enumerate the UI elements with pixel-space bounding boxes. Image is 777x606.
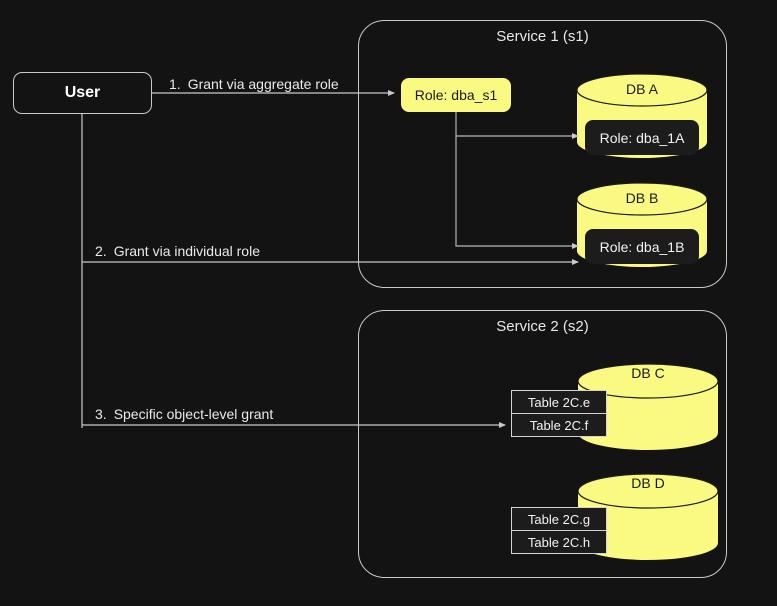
service-2-title: Service 2 (s2) <box>496 318 589 335</box>
edge-1-number: 1. <box>169 76 181 92</box>
db-c-cylinder <box>577 363 719 450</box>
edge-3-text: Specific object-level grant <box>113 406 274 422</box>
service-1-title: Service 1 (s1) <box>496 28 589 45</box>
table-node-2ch[interactable]: Table 2C.h <box>511 530 607 554</box>
table-node-2cg[interactable]: Table 2C.g <box>511 507 607 531</box>
db-b-label: DB B <box>625 190 659 206</box>
db-d-label: DB D <box>631 475 665 491</box>
edge-3-label: 3. Specific object-level grant <box>95 406 273 422</box>
db-c-label: DB C <box>631 365 665 381</box>
edge-2-number: 2. <box>95 243 107 259</box>
edge-1-text: Grant via aggregate role <box>187 76 339 92</box>
service-2-container[interactable] <box>358 310 727 578</box>
service-1-container[interactable] <box>358 20 727 288</box>
table-node-2cf[interactable]: Table 2C.f <box>511 413 607 437</box>
edge-1-label: 1. Grant via aggregate role <box>169 76 339 92</box>
edge-role-to-db-b <box>455 136 579 249</box>
edge-3-number: 3. <box>95 406 107 422</box>
edge-2-text: Grant via individual role <box>113 243 260 259</box>
db-d-cylinder <box>577 473 719 560</box>
table-node-2ce[interactable]: Table 2C.e <box>511 390 607 414</box>
user-node[interactable]: User <box>13 72 152 114</box>
edge-2-label: 2. Grant via individual role <box>95 243 260 259</box>
db-b-role-node[interactable]: Role: dba_1B <box>585 229 699 264</box>
aggregate-role-node[interactable]: Role: dba_s1 <box>401 78 511 112</box>
db-a-label: DB A <box>626 81 658 97</box>
db-a-role-node[interactable]: Role: dba_1A <box>585 120 699 155</box>
